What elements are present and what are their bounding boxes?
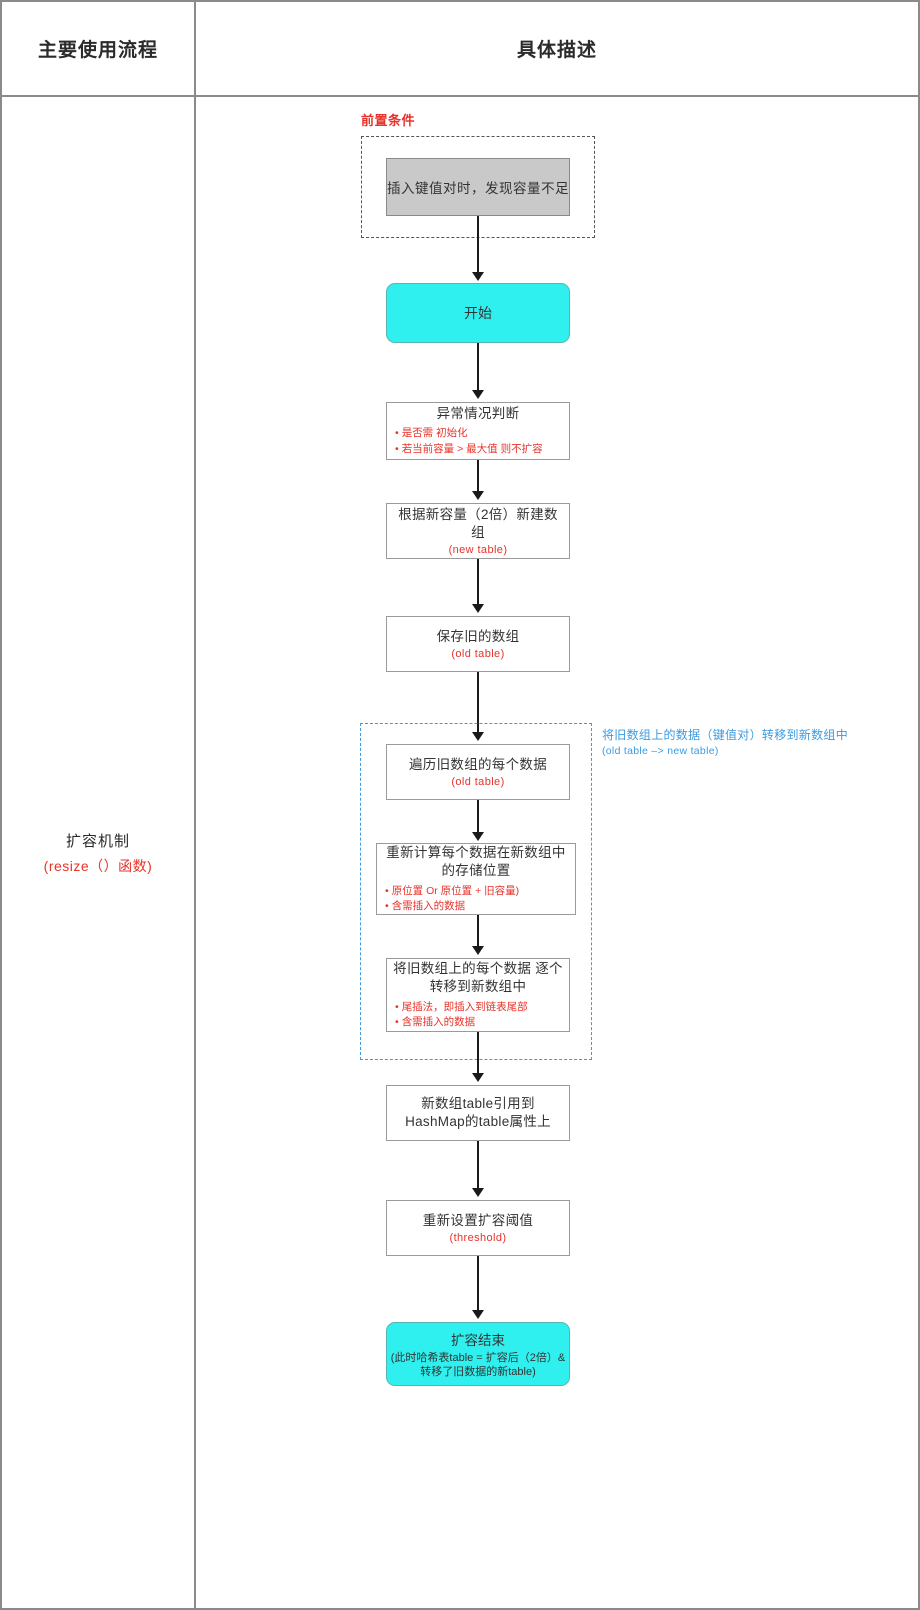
arrowhead-newarray-oldarray: [472, 604, 484, 613]
node-abnormal-check-title: 异常情况判断: [436, 406, 520, 422]
node-reset-threshold-sub: (threshold): [449, 1232, 507, 1245]
node-save-old-array-sub: (old table): [451, 648, 505, 661]
node-recalculate-position-bullets: 原位置 Or 原位置 + 旧容量) 含需插入的数据: [377, 884, 575, 914]
connector-recalc-transfer: [477, 915, 479, 947]
header-cell-process: 主要使用流程: [37, 40, 158, 61]
arrowhead-traverse-recalc: [472, 832, 484, 841]
transfer-group-annotation: 将旧数组上的数据（键值对）转移到新数组中 (old table –> new t…: [602, 728, 902, 757]
node-assign-table-reference: 新数组table引用到HashMap的table属性上: [386, 1085, 570, 1141]
row-label-title: 扩容机制: [65, 832, 130, 850]
arrowhead-start-abnormal: [472, 390, 484, 399]
header-row-divider: [0, 95, 920, 97]
node-save-old-array: 保存旧的数组 (old table): [386, 616, 570, 672]
node-traverse-old-array-title: 遍历旧数组的每个数据: [409, 756, 547, 772]
node-start: 开始: [386, 283, 570, 343]
node-recalculate-position-title: 重新计算每个数据在新数组中的存储位置: [386, 845, 566, 879]
transfer-group-annotation-line2: (old table –> new table): [602, 745, 719, 758]
bullet-item: 是否需 初始化: [395, 426, 561, 441]
bullet-item: 含需插入的数据: [385, 899, 567, 914]
arrowhead-recalc-transfer: [472, 946, 484, 955]
connector-reference-threshold: [477, 1141, 479, 1188]
node-assign-table-reference-title: 新数组table引用到HashMap的table属性上: [405, 1095, 551, 1129]
bullet-item: 含需插入的数据: [395, 1015, 561, 1030]
connector-threshold-end: [477, 1256, 479, 1311]
node-transfer-data: 将旧数组上的每个数据 逐个转移到新数组中 尾插法，即插入到链表尾部 含需插入的数…: [386, 958, 570, 1032]
node-end-title: 扩容结束: [451, 1332, 505, 1348]
arrowhead-threshold-end: [472, 1310, 484, 1319]
node-reset-threshold-title: 重新设置扩容阈值: [422, 1212, 534, 1228]
connector-abnormal-newarray: [477, 460, 479, 492]
header-cell-description: 具体描述: [516, 40, 597, 61]
node-precondition-label: 插入键值对时，发现容量不足: [387, 181, 569, 196]
row-label-subtitle: (resize（）函数): [43, 857, 153, 874]
arrowhead-transfer-reference: [472, 1073, 484, 1082]
node-end-detail: (此时哈希表table = 扩容后（2倍）& 转移了旧数据的新table): [390, 1351, 566, 1378]
bullet-item: 若当前容量 > 最大值 则不扩容: [395, 442, 561, 457]
row-label-resize: 扩容机制 (resize（）函数): [2, 97, 194, 1608]
node-traverse-old-array-sub: (old table): [451, 776, 505, 789]
node-start-label: 开始: [464, 305, 492, 321]
transfer-group-dashed-border: [360, 723, 592, 1060]
connector-transfer-reference: [477, 1032, 479, 1074]
transfer-group-annotation-line1: 将旧数组上的数据（键值对）转移到新数组中: [602, 728, 849, 742]
connector-newarray-oldarray: [477, 559, 479, 604]
node-create-new-array-title: 根据新容量（2倍）新建数组: [398, 506, 558, 540]
node-recalculate-position: 重新计算每个数据在新数组中的存储位置 原位置 Or 原位置 + 旧容量) 含需插…: [376, 843, 576, 915]
node-traverse-old-array: 遍历旧数组的每个数据 (old table): [386, 744, 570, 800]
node-create-new-array-sub: (new table): [448, 544, 508, 557]
connector-precondition-start: [477, 216, 479, 274]
bullet-item: 原位置 Or 原位置 + 旧容量): [385, 884, 567, 899]
node-abnormal-check-bullets: 是否需 初始化 若当前容量 > 最大值 则不扩容: [387, 426, 569, 456]
bullet-item: 尾插法，即插入到链表尾部: [395, 1000, 561, 1015]
node-save-old-array-title: 保存旧的数组: [436, 628, 520, 644]
node-create-new-array: 根据新容量（2倍）新建数组 (new table): [386, 503, 570, 559]
arrowhead-abnormal-newarray: [472, 491, 484, 500]
arrowhead-reference-threshold: [472, 1188, 484, 1197]
arrowhead-oldarray-traverse: [472, 732, 484, 741]
node-abnormal-check: 异常情况判断 是否需 初始化 若当前容量 > 最大值 则不扩容: [386, 402, 570, 460]
node-precondition: 插入键值对时，发现容量不足: [386, 158, 570, 216]
precondition-title: 前置条件: [361, 113, 416, 128]
column-divider: [194, 0, 196, 1610]
node-transfer-data-bullets: 尾插法，即插入到链表尾部 含需插入的数据: [387, 1000, 569, 1030]
node-reset-threshold: 重新设置扩容阈值 (threshold): [386, 1200, 570, 1256]
node-end: 扩容结束 (此时哈希表table = 扩容后（2倍）& 转移了旧数据的新tabl…: [386, 1322, 570, 1386]
connector-traverse-recalc: [477, 800, 479, 832]
connector-oldarray-traverse: [477, 672, 479, 732]
arrowhead-precondition-start: [472, 272, 484, 281]
node-transfer-data-title: 将旧数组上的每个数据 逐个转移到新数组中: [393, 961, 563, 995]
connector-start-abnormal: [477, 343, 479, 391]
